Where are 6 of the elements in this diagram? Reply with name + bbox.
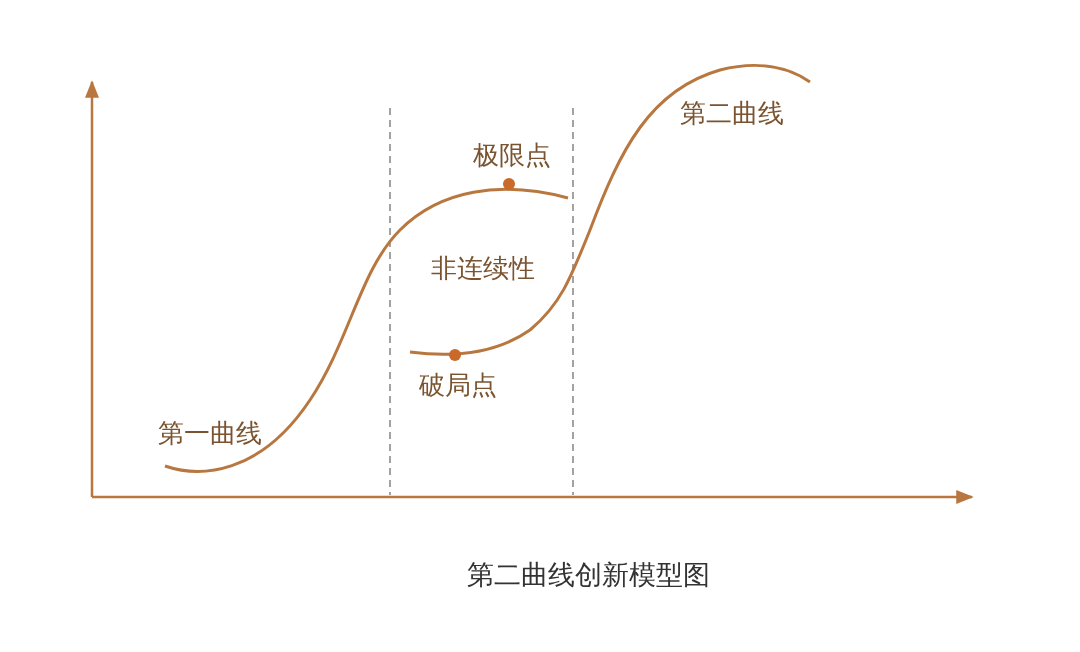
point-label: 极限点 — [473, 138, 551, 172]
curve-label: 第二曲线 — [680, 96, 784, 130]
region-label: 非连续性 — [431, 251, 535, 285]
curve-label: 第一曲线 — [158, 416, 262, 450]
point-label: 破局点 — [419, 368, 497, 402]
caption: 第二曲线创新模型图 — [466, 558, 710, 592]
